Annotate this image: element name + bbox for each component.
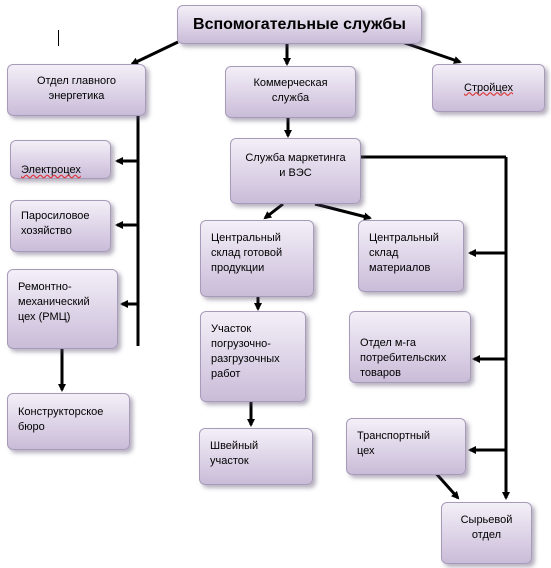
node-commercial: Коммерческая служба [225,66,356,118]
arrow-title-to-chief-energy [130,40,179,66]
node-chief-energy: Отдел главного энергетика [7,64,146,116]
node-construction: Стройцех [432,64,545,112]
node-steam: Паросиловое хозяйство [10,200,111,252]
node-sewing: Швейный участок [199,428,313,485]
title-text: Вспомогательные службы [193,15,406,33]
title-box: Вспомогательные службы [177,5,422,44]
node-loading: Участок погрузочно- разгрузочных работ [200,311,306,402]
node-materials: Центральный склад материалов [358,220,464,292]
node-marketing: Служба маркетинга и ВЭС [230,138,361,204]
node-raw: Сырьевой отдел [441,502,532,564]
arrow-title-to-construction [401,40,462,64]
node-repair: Ремонтно- механический цех (РМЦ) [7,269,118,349]
node-design: Конструкторское бюро [7,393,130,450]
arrow-marketing-to-materials [314,202,372,221]
node-consumer-goods: Отдел м-га потребительских товаров [349,311,471,383]
text-cursor [58,30,59,46]
node-transport: Транспортный цех [346,418,466,475]
node-construction-text: Стройцех [464,81,513,94]
node-finished-goods: Центральный склад готовой продукции [200,220,314,297]
arrow-marketing-to-finished [263,202,284,220]
node-electro: Электроцех [10,140,111,179]
node-electro-text: Электроцех [21,164,81,176]
node-consumer-goods-text: Отдел м-га потребительских товаров [360,337,447,379]
